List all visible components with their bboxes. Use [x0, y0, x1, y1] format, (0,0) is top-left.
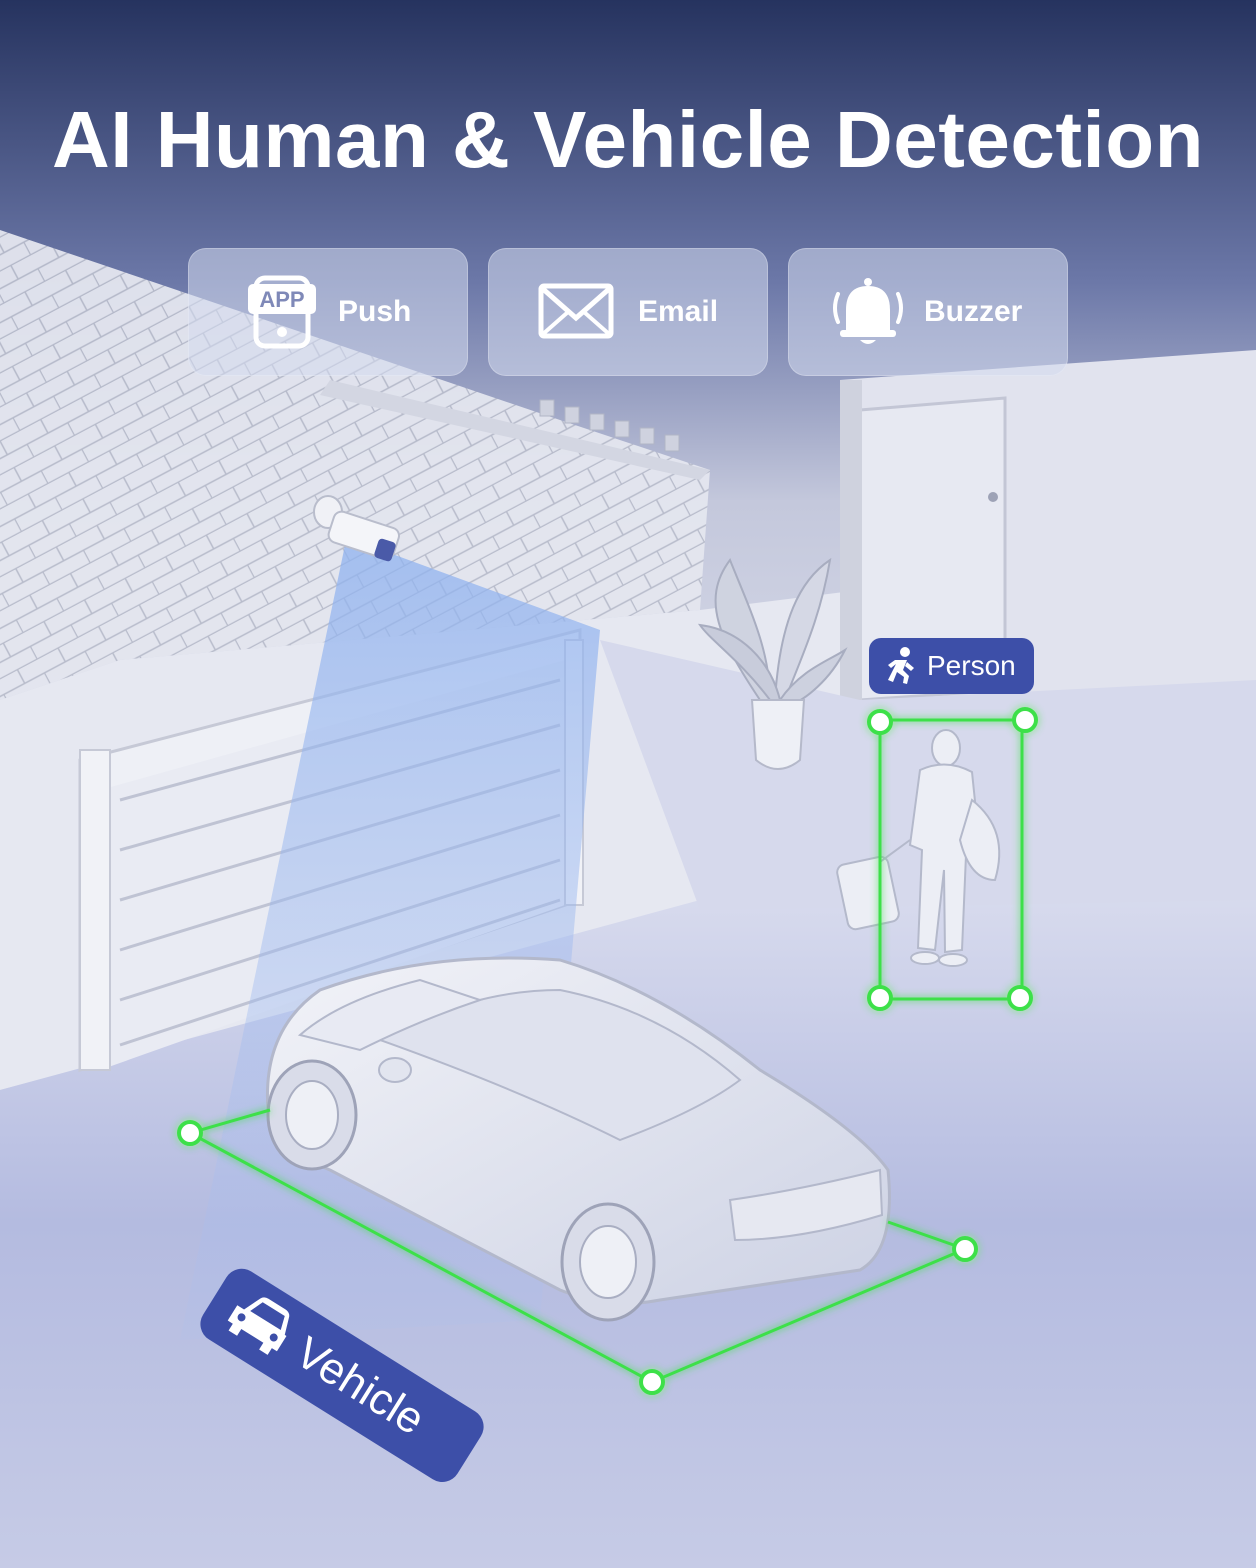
envelope-icon: [538, 283, 614, 339]
alert-card-buzzer: Buzzer: [788, 248, 1068, 376]
vehicle-detection-zone: [177, 1108, 978, 1395]
bell-icon: [833, 278, 903, 344]
person-label: Person: [927, 650, 1016, 681]
app-phone-icon: APP: [248, 275, 316, 349]
running-person-icon: [888, 647, 914, 684]
page-title: AI Human & Vehicle Detection: [51, 95, 1205, 184]
car-icon: [227, 1297, 290, 1355]
person-detection-box: [867, 707, 1038, 1011]
email-label: Email: [638, 295, 719, 328]
buzzer-label: Buzzer: [924, 295, 1023, 328]
potted-plant: [697, 557, 848, 770]
person-tag: Person: [869, 638, 1034, 694]
walking-person-figure: [836, 729, 1001, 967]
parked-car: [265, 956, 891, 1322]
alert-card-email: Email: [488, 248, 768, 376]
security-camera: [313, 495, 401, 562]
svg-text:APP: APP: [259, 287, 304, 312]
alert-card-push: APP Push: [188, 248, 468, 376]
push-label: Push: [338, 295, 412, 328]
vehicle-tag: Vehicle: [193, 1262, 491, 1489]
